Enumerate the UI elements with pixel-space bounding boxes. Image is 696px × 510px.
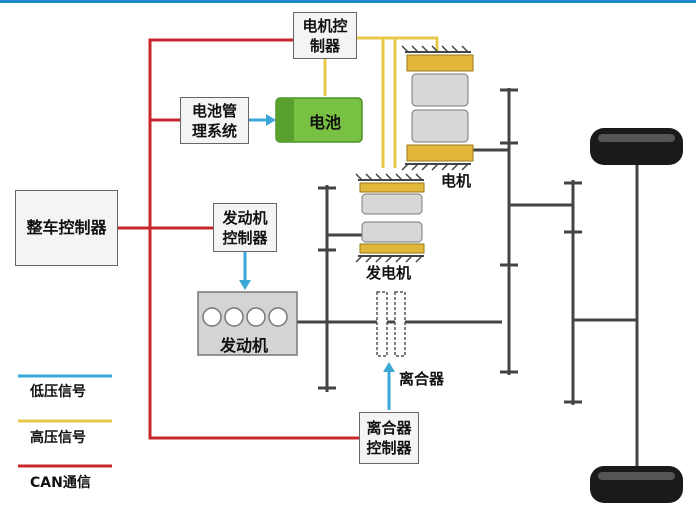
motor-shape	[401, 45, 474, 171]
vehicle-controller-box: 整车控制器	[15, 190, 118, 266]
wheels	[590, 128, 683, 503]
legend-lines	[18, 374, 112, 468]
legend-can: CAN通信	[30, 475, 91, 491]
engine-label: 发动机	[220, 336, 269, 355]
battery-shape	[275, 97, 363, 143]
low-voltage-lines	[243, 118, 391, 410]
generator-label: 发电机	[366, 264, 412, 282]
top-border	[0, 0, 696, 3]
bms-label: 电池管理系统	[191, 101, 237, 140]
legend-low-voltage: 低压信号	[30, 384, 86, 400]
motor-controller-label: 电机控制器	[302, 16, 348, 55]
clutch-shape	[376, 291, 406, 357]
vehicle-controller-label: 整车控制器	[26, 218, 107, 237]
motor-label: 电机	[441, 172, 472, 190]
gear-ticks	[318, 88, 582, 404]
motor-controller-box: 电机控制器	[293, 12, 357, 59]
generator-shape	[355, 173, 425, 263]
clutch-label: 离合器	[399, 370, 445, 388]
clutch-controller-label: 离合器控制器	[366, 419, 412, 457]
engine-block	[197, 291, 298, 356]
engine-controller-label: 发动机控制器	[222, 208, 268, 247]
legend-high-voltage: 高压信号	[30, 430, 86, 446]
engine-controller-box: 发动机控制器	[213, 203, 277, 252]
battery-label: 电池	[309, 113, 342, 132]
high-voltage-lines	[323, 36, 439, 168]
bms-box: 电池管理系统	[180, 97, 249, 144]
clutch-controller-box: 离合器控制器	[359, 412, 419, 464]
can-bus-lines	[118, 38, 359, 440]
signal-arrowheads	[239, 114, 395, 372]
